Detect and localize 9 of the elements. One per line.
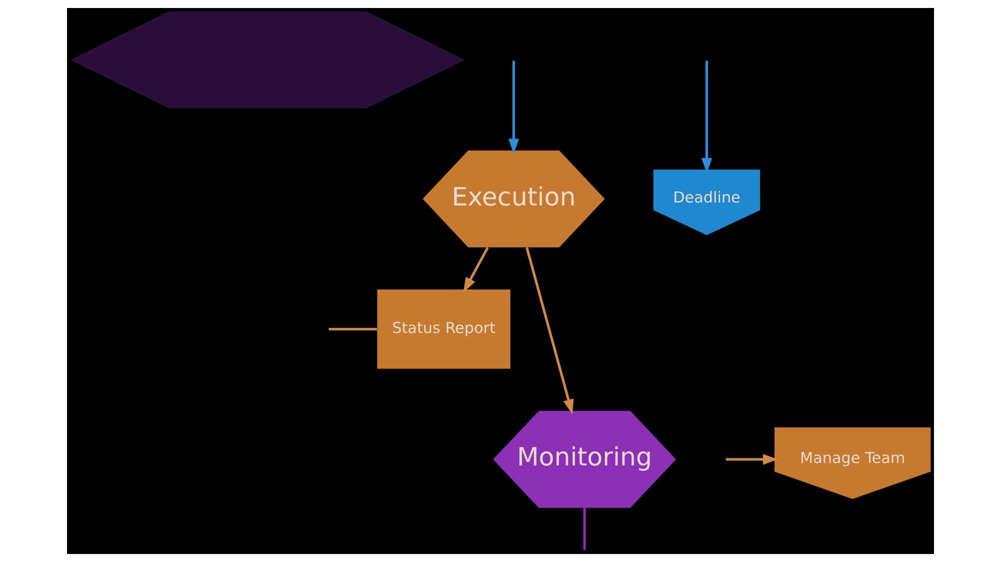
node-box: Status Report xyxy=(376,290,510,369)
connector xyxy=(582,508,586,550)
arrow xyxy=(725,454,778,465)
arrow xyxy=(508,60,519,154)
arrow xyxy=(462,247,488,293)
arrow xyxy=(525,247,574,415)
arrow xyxy=(700,60,712,174)
node-hexagon xyxy=(70,11,464,108)
connector xyxy=(328,328,377,330)
